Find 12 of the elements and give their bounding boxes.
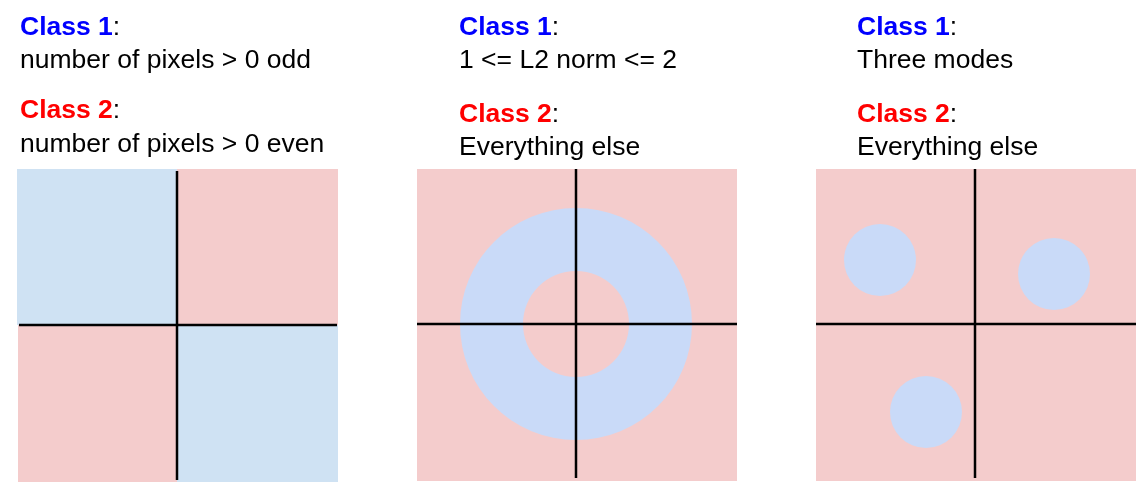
class-heading: Class 1: (857, 12, 958, 40)
class-description: Everything else (857, 132, 1039, 160)
class-description: Everything else (459, 132, 641, 160)
class-description: Three modes (857, 45, 1014, 73)
class-heading: Class 1: (459, 12, 560, 40)
class-heading: Class 2: (857, 99, 958, 127)
class-description: number of pixels > 0 odd (20, 45, 311, 73)
class-description: number of pixels > 0 even (20, 129, 325, 157)
class-heading: Class 2: (459, 99, 560, 127)
class-heading: Class 2: (20, 95, 121, 123)
class-heading: Class 1: (20, 12, 121, 40)
class-description: 1 <= L2 norm <= 2 (459, 45, 678, 73)
